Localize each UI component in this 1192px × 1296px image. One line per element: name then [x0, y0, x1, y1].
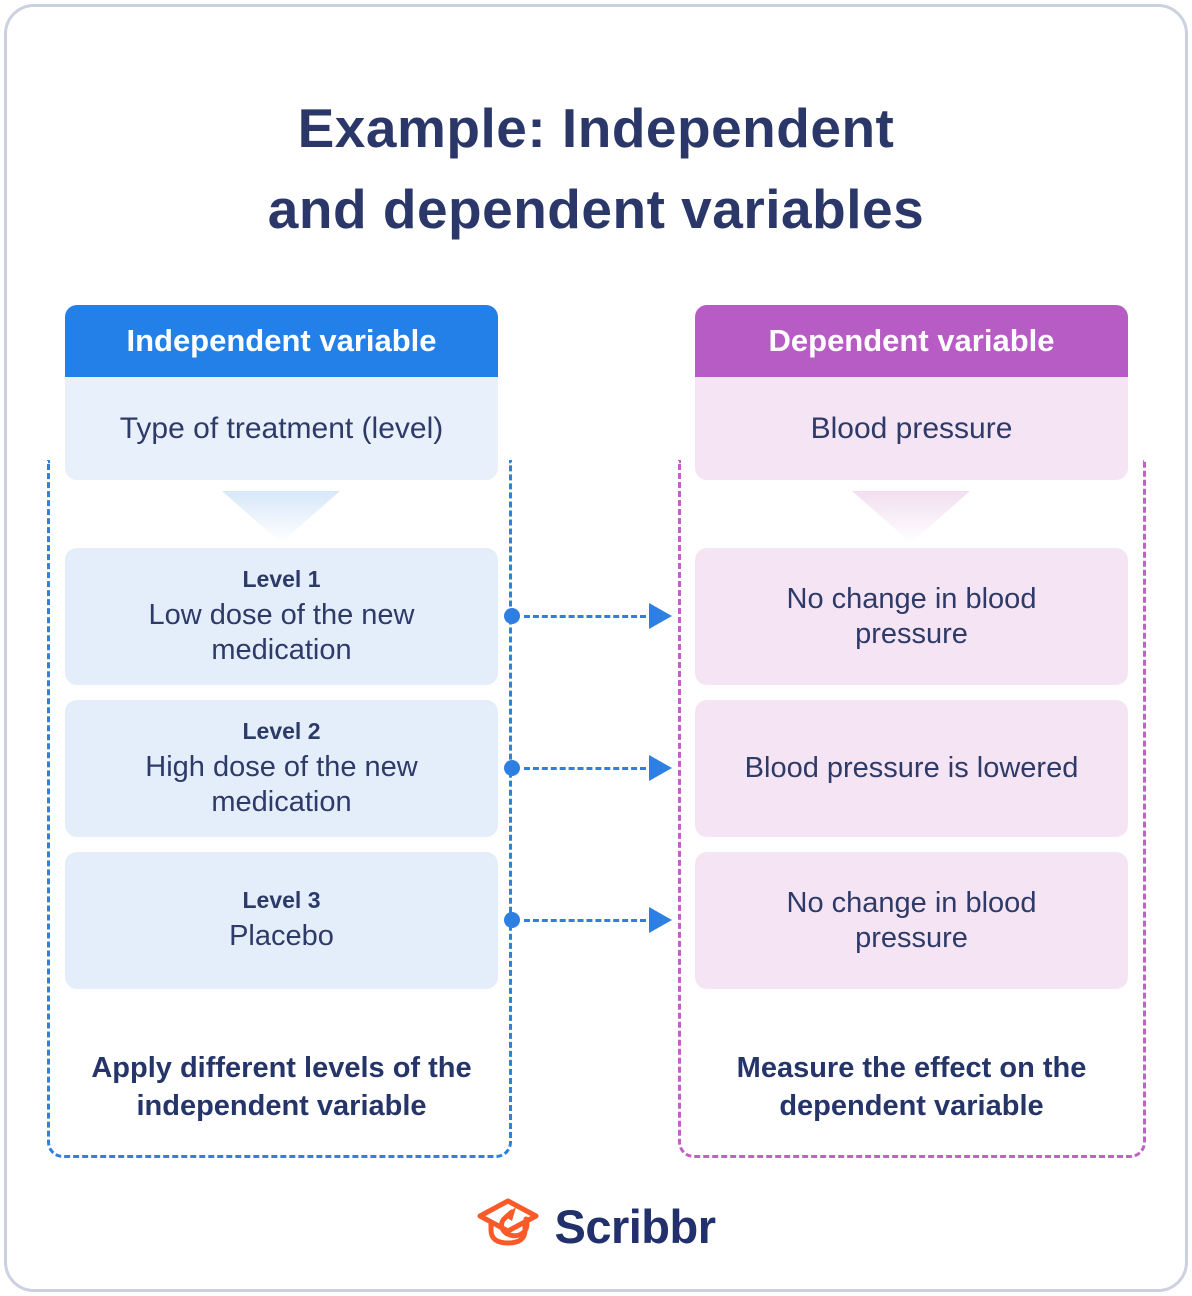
outcome-2-box: Blood pressure is lowered — [695, 700, 1128, 837]
outcome-1-text: No change in blood pressure — [786, 583, 1037, 650]
arrow-origin-dot — [504, 912, 520, 928]
page-title-line2: and dependent variables — [267, 178, 925, 241]
dependent-variable-group-outline — [678, 460, 1146, 1158]
dependent-variable-value: Blood pressure — [695, 377, 1128, 480]
independent-variable-header: Independent variable — [65, 305, 498, 377]
arrow-origin-dot — [504, 608, 520, 624]
arrow-dashed-line — [524, 918, 646, 922]
outcome-3-text: No change in blood pressure — [786, 887, 1037, 954]
dependent-variable-card: Dependent variable Blood pressure — [695, 305, 1128, 480]
level-3-label: Level 3 — [242, 887, 321, 914]
level-1-text: Low dose of the new medication — [148, 599, 415, 666]
arrow-right-icon — [504, 755, 672, 781]
arrow-head — [649, 603, 672, 629]
level-3-box: Level 3 Placebo — [65, 852, 498, 989]
independent-variable-value: Type of treatment (level) — [65, 377, 498, 480]
arrow-right-icon — [504, 603, 672, 629]
level-3-text: Placebo — [229, 920, 334, 953]
level-1-label: Level 1 — [242, 566, 321, 593]
outcome-2-text: Blood pressure is lowered — [744, 752, 1079, 785]
brand-name: Scribbr — [554, 1199, 716, 1253]
arrow-head — [649, 755, 672, 781]
dependent-caption: Measure the effect on the dependent vari… — [736, 1052, 1087, 1122]
level-2-box: Level 2 High dose of the new medication — [65, 700, 498, 837]
arrow-right-icon — [504, 907, 672, 933]
independent-variable-group-outline — [47, 460, 512, 1158]
level-2-text: High dose of the new medication — [145, 751, 418, 818]
page-title: Example: Independent and dependent varia… — [0, 88, 1192, 251]
dependent-variable-header: Dependent variable — [695, 305, 1128, 377]
page-title-line1: Example: Independent — [297, 97, 895, 159]
level-1-box: Level 1 Low dose of the new medication — [65, 548, 498, 685]
independent-variable-card: Independent variable Type of treatment (… — [65, 305, 498, 480]
arrow-dashed-line — [524, 766, 646, 770]
arrow-dashed-line — [524, 614, 646, 618]
arrow-head — [649, 907, 672, 933]
graduation-cap-icon — [477, 1198, 539, 1246]
outcome-3-box: No change in blood pressure — [695, 852, 1128, 989]
arrow-origin-dot — [504, 760, 520, 776]
level-2-label: Level 2 — [242, 718, 321, 745]
scribbr-logo: Scribbr — [0, 1196, 1192, 1256]
independent-caption: Apply different levels of the independen… — [91, 1052, 472, 1122]
outcome-1-box: No change in blood pressure — [695, 548, 1128, 685]
